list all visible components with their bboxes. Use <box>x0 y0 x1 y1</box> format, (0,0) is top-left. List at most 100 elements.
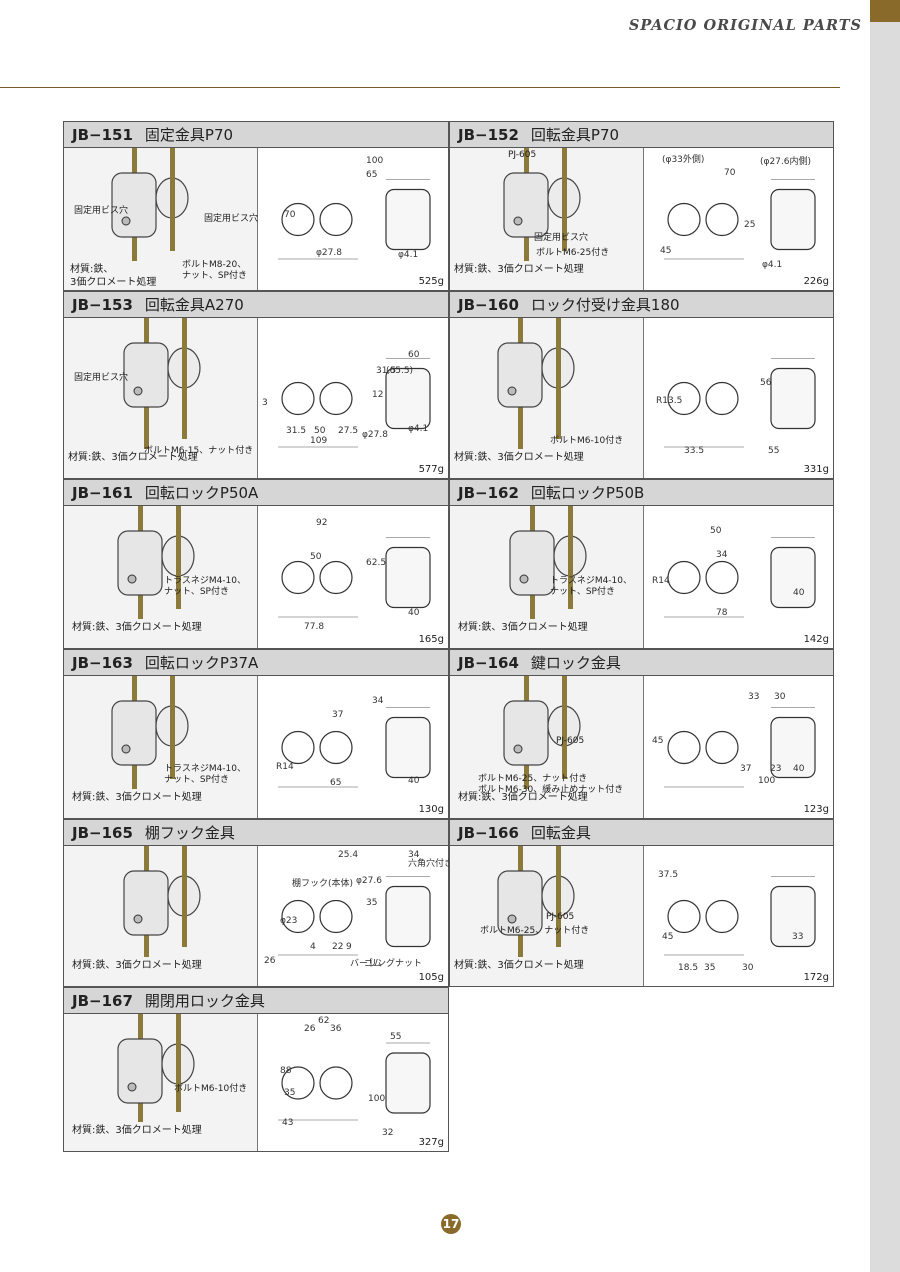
photo-label: トラスネジM4-10、 ナット、SP付き <box>164 764 247 785</box>
dimension-label: 50 <box>710 526 722 536</box>
photo-label: 固定用ビス穴 <box>534 233 589 243</box>
drawing-ring <box>319 381 353 416</box>
fitting-body-shape <box>111 172 157 238</box>
material-label: 材質:鉄、3価クロメート処理 <box>454 264 584 275</box>
technical-drawing-lines <box>278 537 431 618</box>
weight-label: 327g <box>418 1137 444 1148</box>
dimension-label: 26 <box>304 1024 316 1034</box>
drawing-plate <box>385 546 431 609</box>
header-rule <box>0 87 840 88</box>
part-name: 開閉用ロック金具 <box>144 992 265 1010</box>
weight-label: 123g <box>803 804 829 815</box>
photo-label: PJ-605 <box>556 736 585 746</box>
weight-label: 525g <box>418 276 444 287</box>
part-name: 鍵ロック金具 <box>530 654 621 672</box>
drawing-ring <box>705 202 739 237</box>
weight-label: 105g <box>418 972 444 983</box>
dimension-label: 55 <box>390 1032 402 1042</box>
part-code: JB−166 <box>458 823 519 842</box>
part-photo-illustration <box>497 846 575 957</box>
technical-drawing-lines <box>664 358 816 448</box>
dimension-label: 34 <box>716 550 728 560</box>
part-code: JB−152 <box>458 125 519 144</box>
dimension-label: 27.5 <box>338 426 359 436</box>
part-photo-illustration <box>509 506 587 619</box>
drawing-ring <box>319 730 353 765</box>
drawing-ring <box>705 381 739 416</box>
dimension-label: φ4.1 <box>398 250 419 260</box>
fitting-body-shape <box>503 172 549 238</box>
dimension-label: 50 <box>310 552 322 562</box>
part-name: 回転ロックP50A <box>144 484 259 502</box>
dimension-label: 40 <box>408 776 420 786</box>
dimension-label: 31.5 <box>376 366 397 376</box>
dimension-label: 45 <box>662 932 674 942</box>
bolt-shape <box>121 216 131 226</box>
part-header: JB−161 回転ロックP50A <box>64 480 448 506</box>
dimension-label: 33 <box>748 692 760 702</box>
bolt-shape <box>133 914 143 924</box>
pipe-shape <box>556 846 561 947</box>
material-label: 材質:鉄、3価クロメート処理 <box>454 452 584 463</box>
fitting-body-shape <box>123 342 169 408</box>
photo-label: トラスネジM4-10、 ナット、SP付き <box>164 576 247 597</box>
dimension-label: 23 <box>770 764 782 774</box>
pipe-shape <box>568 506 573 609</box>
dimension-label: 77.8 <box>304 622 325 632</box>
bolt-shape <box>127 1082 137 1092</box>
drawing-ring <box>705 560 739 595</box>
dimension-label: 35 <box>284 1088 296 1098</box>
part-code: JB−167 <box>72 991 133 1010</box>
dimension-label: 34 <box>372 696 384 706</box>
dimension-label: 30 <box>742 963 754 973</box>
page-number: 17 <box>441 1214 461 1234</box>
part-photo-illustration <box>111 676 189 789</box>
technical-drawing-lines <box>278 1042 431 1121</box>
part-header: JB−167 開閉用ロック金具 <box>64 988 448 1014</box>
dimension-label: 50 <box>314 426 326 436</box>
part-photo-illustration <box>503 148 581 261</box>
pipe-shape <box>176 506 181 609</box>
dimension-label: (φ27.6内側) <box>760 157 811 167</box>
dimension-label: 65 <box>366 170 378 180</box>
dimension-label: 12 <box>372 390 384 400</box>
drawing-plate <box>385 188 431 251</box>
photo-label: 固定用ビス穴 <box>74 206 129 216</box>
photo-label: ボルトM6-25付き <box>536 248 610 258</box>
bolt-shape <box>507 386 517 396</box>
brand-title: SPACIO ORIGINAL PARTS <box>628 17 862 34</box>
dimension-label: 62.5 <box>366 558 387 568</box>
part-name: 回転金具P70 <box>530 126 620 144</box>
dimension-label: 88 <box>280 1066 292 1076</box>
part-code: JB−163 <box>72 653 133 672</box>
photo-label: PJ-605 <box>546 912 575 922</box>
drawing-ring <box>667 381 701 416</box>
pipe-shape <box>182 318 187 439</box>
part-photo-illustration <box>503 676 581 789</box>
dimension-label: 43 <box>282 1118 294 1128</box>
bolt-shape <box>507 914 517 924</box>
part-code: JB−160 <box>458 295 519 314</box>
dimension-label: 3 <box>262 398 268 408</box>
dimension-label: ゴム <box>364 959 383 969</box>
drawing-ring <box>281 899 315 934</box>
technical-drawing-lines <box>278 876 431 956</box>
part-name: 固定金具P70 <box>144 126 234 144</box>
weight-label: 226g <box>803 276 829 287</box>
material-label: 材質:鉄、3価クロメート処理 <box>72 792 202 803</box>
dimension-label: 4 <box>310 942 316 952</box>
drawing-ring <box>667 202 701 237</box>
drawing-plate <box>385 716 431 779</box>
part-code: JB−161 <box>72 483 133 502</box>
